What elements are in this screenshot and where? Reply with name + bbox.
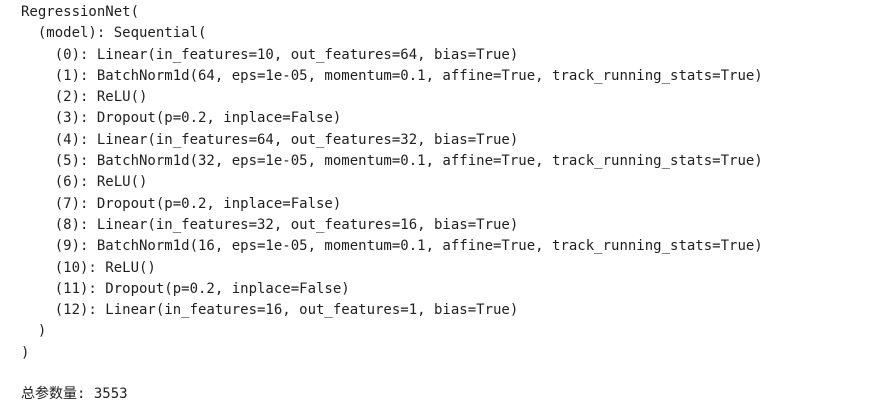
model-repr-line: (4): Linear(in_features=64, out_features… <box>21 131 519 148</box>
model-repr-line: (12): Linear(in_features=16, out_feature… <box>21 302 519 319</box>
model-repr-line: (0): Linear(in_features=10, out_features… <box>21 46 519 63</box>
model-repr-line: (1): BatchNorm1d(64, eps=1e-05, momentum… <box>21 67 763 84</box>
total-params-value: 3553 <box>93 386 128 402</box>
model-repr-line: (model): Sequential( <box>21 25 207 42</box>
total-params-label: 总参数量: <box>21 386 86 402</box>
model-repr-line: (11): Dropout(p=0.2, inplace=False) <box>21 280 350 297</box>
total-params-summary: 总参数量: 3553 <box>21 384 128 404</box>
model-repr-line: (7): Dropout(p=0.2, inplace=False) <box>21 195 342 212</box>
model-repr-line: ) <box>21 323 47 340</box>
model-repr-line: (2): ReLU() <box>21 89 148 106</box>
model-repr-line: (10): ReLU() <box>21 259 156 276</box>
model-repr-line: (6): ReLU() <box>21 174 148 191</box>
model-architecture-printout: RegressionNet( (model): Sequential( (0):… <box>21 2 763 364</box>
model-repr-line: (3): Dropout(p=0.2, inplace=False) <box>21 110 342 127</box>
model-repr-line: RegressionNet( <box>21 4 140 20</box>
model-repr-line: (8): Linear(in_features=32, out_features… <box>21 216 519 233</box>
model-repr-line: (5): BatchNorm1d(32, eps=1e-05, momentum… <box>21 153 763 170</box>
model-repr-line: ) <box>21 344 30 361</box>
model-repr-line: (9): BatchNorm1d(16, eps=1e-05, momentum… <box>21 238 763 255</box>
